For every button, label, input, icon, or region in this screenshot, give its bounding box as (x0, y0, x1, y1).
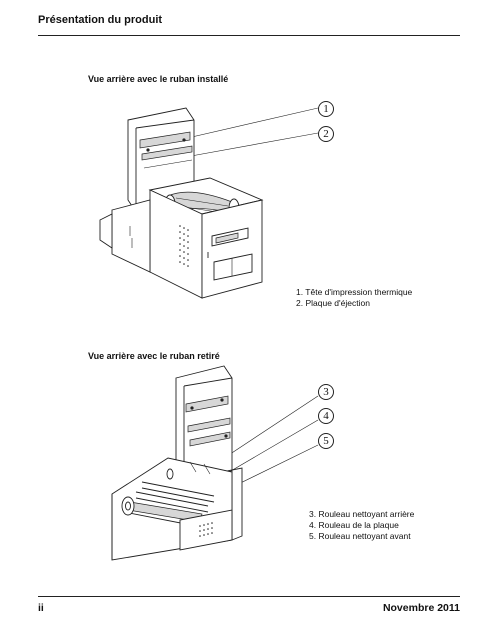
legend-item-2: 2. Plaque d'éjection (296, 298, 370, 308)
legend-item-4: 4. Rouleau de la plaque (309, 520, 399, 530)
legend-removed: 3. Rouleau nettoyant arrière 4. Rouleau … (309, 509, 414, 542)
legend-item-1: 1. Tête d'impression thermique (296, 287, 413, 297)
figure-caption-removed: Vue arrière avec le ruban retiré (88, 351, 220, 361)
page-header-title: Présentation du produit (38, 14, 163, 26)
page-number: ii (38, 602, 44, 614)
footer-rule (38, 596, 460, 597)
legend-installed: 1. Tête d'impression thermique 2. Plaque… (296, 287, 412, 309)
callout-4: 4 (318, 408, 334, 424)
header-rule (38, 35, 460, 36)
callout-1: 1 (318, 101, 334, 117)
footer-date: Novembre 2011 (382, 602, 460, 614)
callout-2: 2 (318, 126, 334, 142)
vent-grid (199, 522, 213, 537)
figure-caption-installed: Vue arrière avec le ruban installé (88, 74, 229, 84)
callout-5: 5 (318, 433, 334, 449)
callout-3: 3 (318, 384, 334, 400)
legend-item-5: 5. Rouleau nettoyant avant (309, 531, 411, 541)
legend-item-3: 3. Rouleau nettoyant arrière (309, 509, 415, 519)
vent-grid (179, 225, 189, 267)
